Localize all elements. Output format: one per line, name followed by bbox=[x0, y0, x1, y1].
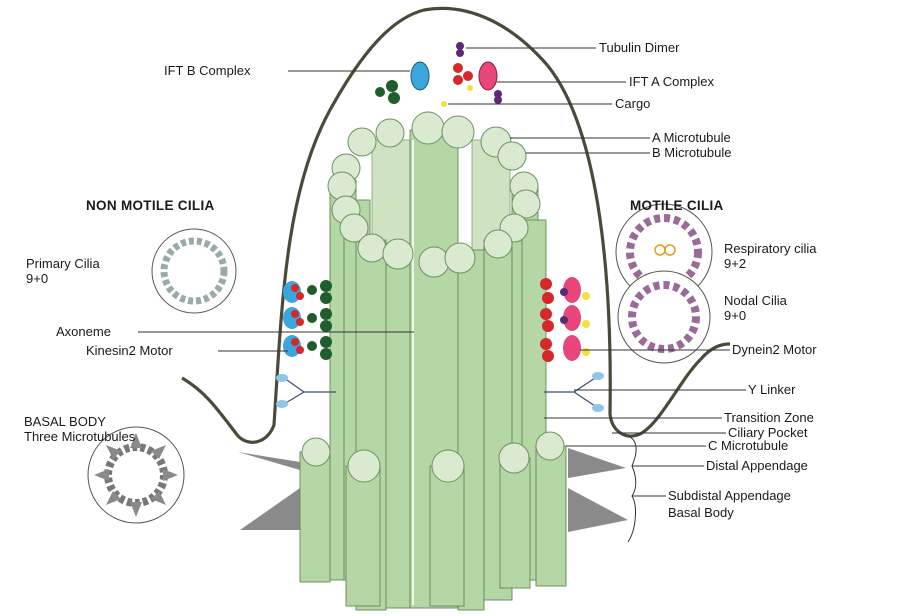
nodal-cilia-label: Nodal Cilia bbox=[724, 293, 788, 308]
basal-body-cross-section bbox=[87, 426, 185, 524]
nodal-cilia-pattern: 9+0 bbox=[724, 308, 746, 323]
kinesin2-label: Kinesin2 Motor bbox=[86, 343, 173, 358]
axoneme-label: Axoneme bbox=[56, 324, 111, 339]
labels: NON MOTILE CILIA MOTILE CILIA Tubulin Di… bbox=[24, 40, 817, 520]
subdistal-appendage-label: Subdistal Appendage bbox=[668, 488, 791, 503]
dynein2-label: Dynein2 Motor bbox=[732, 342, 817, 357]
basal-body-subtitle: Three Microtubules bbox=[24, 429, 136, 444]
dynein-dot bbox=[453, 63, 463, 73]
ift-b-label: IFT B Complex bbox=[164, 63, 251, 78]
tubulin-dimer bbox=[494, 96, 502, 104]
motile-heading: MOTILE CILIA bbox=[630, 198, 724, 213]
axoneme-tubes bbox=[299, 129, 567, 611]
respiratory-cilia-pattern: 9+2 bbox=[724, 256, 746, 271]
b-microtubule-label: B Microtubule bbox=[652, 145, 731, 160]
primary-cilia-cross-section bbox=[151, 228, 237, 314]
respiratory-cilia-label: Respiratory cilia bbox=[724, 241, 817, 256]
primary-cilia-pattern: 9+0 bbox=[26, 271, 48, 286]
kinesin-dot bbox=[375, 87, 385, 97]
cargo-dot bbox=[467, 85, 473, 91]
tubulin-dimer bbox=[456, 42, 464, 50]
dynein-train bbox=[540, 277, 590, 362]
non-motile-heading: NON MOTILE CILIA bbox=[86, 198, 215, 213]
kinesin-dot bbox=[388, 92, 400, 104]
y-linker-label: Y Linker bbox=[748, 382, 796, 397]
microtubule-caps bbox=[301, 111, 565, 483]
subdistal-appendage-right bbox=[568, 488, 628, 532]
subdistal-appendage-left bbox=[240, 488, 300, 530]
a-microtubule-label: A Microtubule bbox=[652, 130, 731, 145]
nodal-cilia-cross-section bbox=[617, 270, 711, 364]
basal-body-label: Basal Body bbox=[668, 505, 734, 520]
tubulin-dimer-label: Tubulin Dimer bbox=[599, 40, 680, 55]
ift-particles bbox=[375, 42, 502, 107]
appendages bbox=[238, 448, 628, 532]
motor-trains bbox=[283, 277, 590, 362]
distal-appendage-right bbox=[568, 448, 626, 478]
dynein-dot bbox=[453, 75, 463, 85]
distal-appendage-label: Distal Appendage bbox=[706, 458, 808, 473]
c-microtubule-label: C Microtubule bbox=[708, 438, 788, 453]
dynein-dot bbox=[463, 71, 473, 81]
ciliary-pocket-label: Ciliary Pocket bbox=[728, 425, 808, 440]
cargo-label: Cargo bbox=[615, 96, 650, 111]
basal-body-title: BASAL BODY bbox=[24, 414, 106, 429]
ift-a-label: IFT A Complex bbox=[629, 74, 715, 89]
y-linkers bbox=[276, 372, 604, 412]
ift-a-particle bbox=[478, 61, 498, 91]
leader-lines bbox=[138, 47, 746, 543]
primary-cilia-label: Primary Cilia bbox=[26, 256, 100, 271]
kinesin-dot bbox=[386, 80, 398, 92]
ift-b-particle bbox=[410, 61, 430, 91]
transition-zone-label: Transition Zone bbox=[724, 410, 814, 425]
cargo-dot bbox=[441, 101, 447, 107]
distal-appendage-left bbox=[238, 452, 300, 470]
ciliary-membrane bbox=[181, 6, 731, 444]
tubulin-dimer bbox=[494, 90, 502, 98]
tubulin-dimer bbox=[456, 49, 464, 57]
kinesin-train bbox=[283, 280, 332, 360]
